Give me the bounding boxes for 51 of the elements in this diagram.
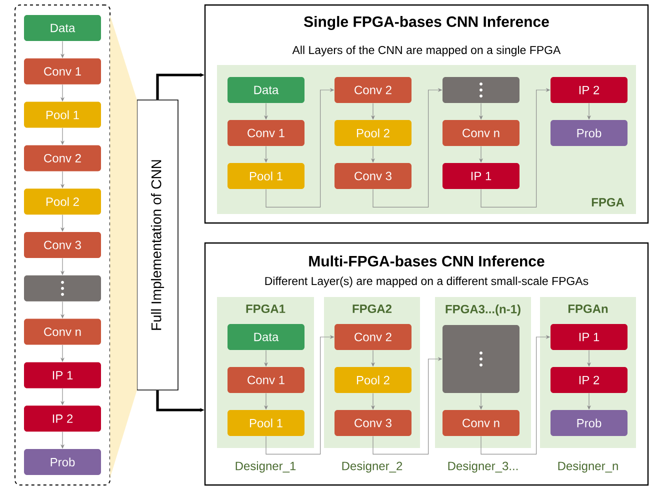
layer-box: IP 1: [550, 324, 628, 350]
layer-box: Pool 1: [24, 102, 101, 128]
panel-subtitle: All Layers of the CNN are mapped on a single FPGA: [292, 46, 561, 56]
area-label: FPGA3...(n-1): [446, 304, 520, 316]
ellipsis-box: [442, 325, 520, 393]
dashed-container: [14, 4, 110, 486]
layer-box: Prob: [550, 120, 628, 146]
panel: [204, 242, 649, 486]
designer-label: Designer_1: [236, 461, 296, 473]
layer-box: Data: [228, 324, 304, 350]
layer-box: IP 1: [442, 163, 520, 189]
layer-box: Conv n: [442, 120, 520, 146]
label-box: Full Implementation of CNN: [136, 100, 178, 390]
area-label: FPGA2: [352, 304, 392, 314]
area-label: FPGA: [592, 198, 624, 206]
designer-label: Designer_3...: [448, 461, 518, 473]
ellipsis-box: [24, 275, 101, 302]
layer-box: Pool 2: [334, 367, 412, 393]
layer-box: Pool 2: [24, 188, 101, 215]
layer-box: Conv 2: [24, 145, 101, 172]
layer-box: IP 2: [550, 77, 628, 103]
layer-box: Conv 2: [334, 324, 412, 350]
layer-box: Pool 1: [228, 163, 304, 189]
layer-box: Conv 3: [334, 163, 412, 189]
layer-box: Conv 1: [228, 367, 304, 393]
layer-box: Conv n: [442, 410, 520, 436]
layer-box: Conv 1: [228, 120, 304, 146]
zoom-shading: [110, 15, 137, 478]
layer-box: Data: [24, 15, 101, 41]
layer-box: Conv 3: [334, 410, 412, 436]
ellipsis-box: [442, 77, 520, 103]
panel-subtitle: Different Layer(s) are mapped on a different small-scale FPGAs: [265, 276, 588, 288]
designer-label: Designer_n: [558, 461, 618, 473]
layer-box: Conv 2: [334, 77, 412, 103]
layer-box: Pool 2: [334, 120, 412, 146]
panel-title: Single FPGA-bases CNN Inference: [304, 16, 549, 30]
layer-box: Pool 1: [228, 410, 304, 436]
layer-box: Conv n: [24, 318, 101, 345]
layer-box: Conv 1: [24, 58, 101, 84]
layer-box: Conv 3: [24, 232, 101, 258]
designer-label: Designer_2: [342, 461, 402, 473]
panel: [204, 4, 649, 224]
layer-box: Prob: [24, 449, 101, 475]
panel-title: Multi-FPGA-bases CNN Inference: [309, 256, 544, 266]
layer-box: Prob: [550, 410, 628, 436]
area-label: FPGAn: [568, 304, 608, 314]
layer-box: IP 2: [550, 367, 628, 393]
layer-box: Data: [228, 77, 304, 103]
area-label: FPGA1: [246, 304, 286, 314]
layer-box: IP 2: [24, 406, 101, 432]
layer-box: IP 1: [24, 362, 101, 388]
